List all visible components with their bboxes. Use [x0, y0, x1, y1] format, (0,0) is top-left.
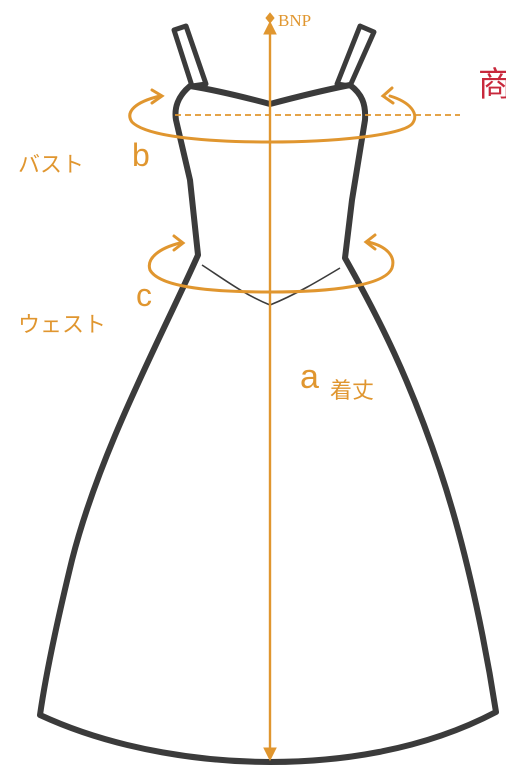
bnp-marker	[265, 12, 275, 24]
waist-arrow-left	[172, 234, 186, 252]
cut-red-text: 商	[478, 65, 506, 105]
left-strap	[171, 23, 209, 89]
right-strap	[334, 23, 377, 89]
bust-arrow-left	[150, 88, 165, 105]
letter-a: a	[300, 358, 319, 396]
letter-b: b	[132, 137, 150, 173]
letter-c: c	[136, 277, 152, 313]
bust-arrow-right	[380, 86, 395, 105]
bust-ellipse	[128, 86, 417, 144]
bnp-label: BNP	[278, 11, 311, 30]
dress-body	[37, 82, 499, 765]
length-arrow-top	[263, 20, 277, 35]
waist-arrow-right	[363, 233, 377, 251]
length-arrow-bottom	[263, 747, 277, 762]
waist-ellipse	[147, 233, 395, 294]
bust-label: バスト	[18, 153, 84, 178]
length-measure-line	[263, 12, 277, 762]
dress-outline	[37, 23, 499, 765]
length-label: 着丈	[330, 379, 374, 404]
waist-label: ウェスト	[18, 313, 106, 338]
